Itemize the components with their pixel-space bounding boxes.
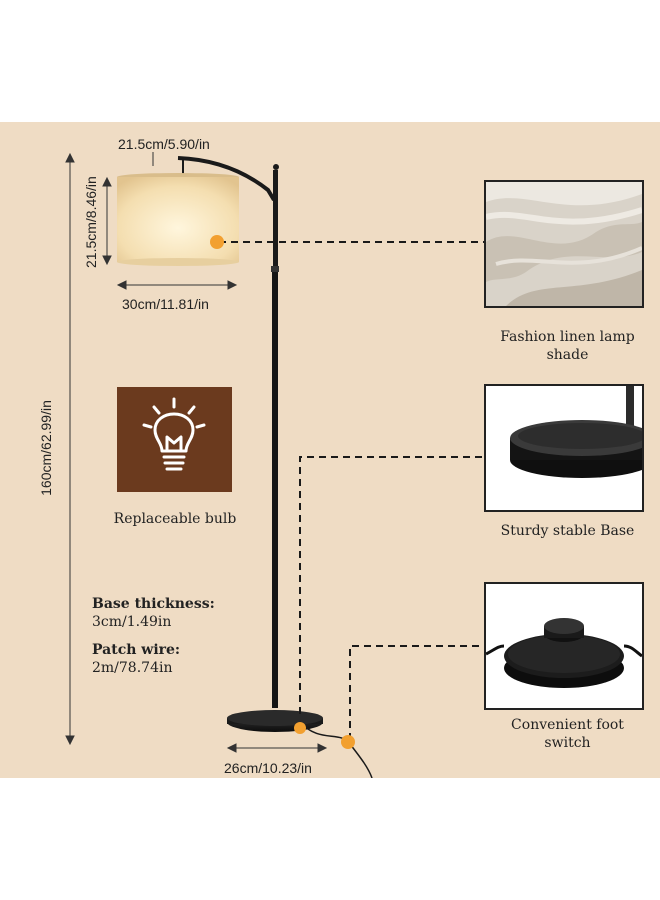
patch-wire-label: Patch wire: [92, 642, 181, 658]
base-width-arrow [226, 743, 328, 753]
bulb-caption: Replaceable bulb [113, 511, 237, 527]
base-thickness-label: Base thickness: [92, 596, 215, 612]
shade-height-dimension: 21.5cm/8.46/in [83, 176, 99, 268]
shade-width-dimension: 30cm/11.81/in [122, 296, 209, 312]
lamp-finial [273, 164, 279, 170]
base-thickness-value: 3cm/1.49in [92, 614, 172, 630]
shade-caption: Fashion linen lamp shade [500, 329, 635, 363]
shade-height-arrow [102, 176, 112, 266]
linen-shade-photo [484, 180, 644, 308]
lamp-arm [177, 156, 276, 202]
base-caption: Sturdy stable Base [500, 523, 635, 539]
patch-wire-value: 2m/78.74in [92, 660, 173, 676]
light-bulb-icon [142, 397, 206, 471]
accent-dots [210, 235, 355, 749]
switch-caption: Convenient foot switch [511, 717, 624, 751]
lamp-pole-lower [272, 268, 278, 708]
base-photo [484, 384, 644, 512]
shade-width-arrow [116, 280, 238, 290]
lamp-pole-joint [271, 266, 279, 272]
product-info-panel: 21.5cm/5.90/in 21.5cm/8.46/in 30cm/11.81… [0, 122, 660, 778]
leader-lines [219, 241, 484, 740]
shade-top-dimension: 21.5cm/5.90/in [118, 136, 210, 152]
lamp-shade [117, 173, 239, 266]
total-height-arrow [65, 152, 75, 746]
base-width-dimension: 26cm/10.23/in [224, 760, 312, 776]
lamp-diagram [65, 152, 484, 778]
bulb-feature-box [117, 387, 232, 492]
foot-switch-photo [484, 582, 644, 710]
total-height-dimension: 160cm/62.99/in [38, 400, 54, 496]
lamp-pole-upper [273, 170, 278, 270]
